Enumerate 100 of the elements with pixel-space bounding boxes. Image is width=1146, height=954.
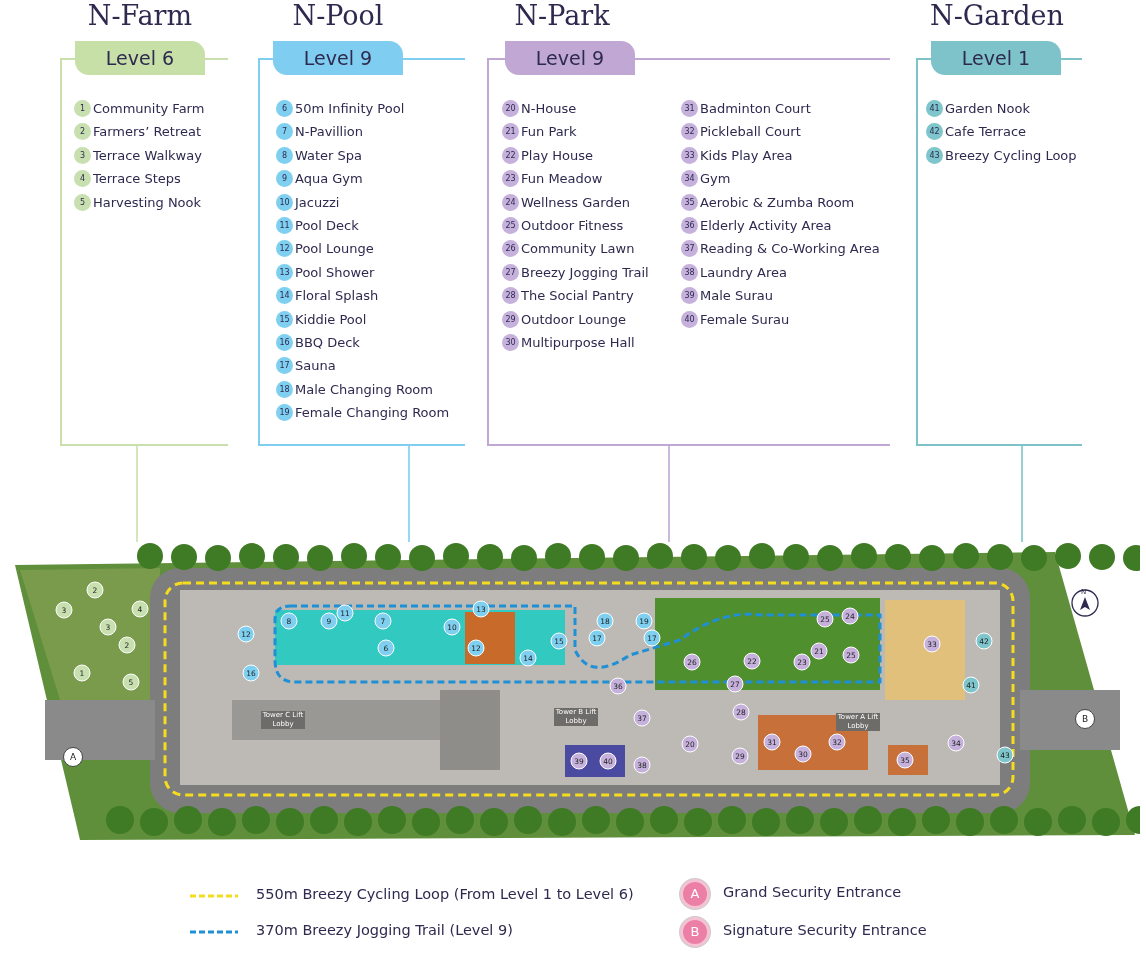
amenity-name: Play House bbox=[521, 146, 593, 164]
amenity-name: Multipurpose Hall bbox=[521, 334, 635, 351]
legend-text: 550m Breezy Cycling Loop (From Level 1 to Level 6) bbox=[256, 886, 634, 902]
item-number: 5 bbox=[74, 193, 91, 211]
amenity-name: Female Changing Room bbox=[295, 404, 450, 422]
zone-heading: N-Pool bbox=[292, 0, 384, 31]
leader-line bbox=[136, 444, 138, 543]
item-number: 20 bbox=[502, 100, 519, 117]
amenity-name: Aerobic & Zumba Room bbox=[700, 193, 855, 211]
item-number: 12 bbox=[276, 240, 293, 258]
level-tag: Level 9 bbox=[273, 41, 403, 75]
amenity-name: Badminton Court bbox=[700, 100, 811, 117]
amenity-name: The Social Pantry bbox=[521, 287, 634, 305]
amenity-name: Terrace Steps bbox=[93, 170, 181, 188]
amenity-name: Fun Park bbox=[521, 123, 577, 141]
item-number: 35 bbox=[681, 193, 698, 211]
item-number: 17 bbox=[276, 357, 293, 375]
legend-text: Grand Security Entrance bbox=[723, 884, 902, 900]
amenity-name: Laundry Area bbox=[700, 263, 788, 281]
item-number: 29 bbox=[502, 310, 519, 328]
item-number: 22 bbox=[502, 146, 519, 164]
zone-heading: N-Garden bbox=[930, 0, 1064, 31]
item-number: 42 bbox=[926, 123, 943, 141]
item-number: 31 bbox=[681, 100, 698, 117]
item-number: 1 bbox=[74, 100, 91, 117]
amenity-name: Community Lawn bbox=[521, 240, 635, 258]
leader-line bbox=[408, 444, 410, 543]
item-number: 32 bbox=[681, 123, 698, 141]
amenity-name: Water Spa bbox=[295, 146, 363, 164]
amenity-name: Male Surau bbox=[700, 287, 773, 305]
legend-text: 370m Breezy Jogging Trail (Level 9) bbox=[256, 922, 513, 938]
item-number: 27 bbox=[502, 263, 519, 281]
item-number: 9 bbox=[276, 170, 293, 188]
item-number: 37 bbox=[681, 240, 698, 258]
amenity-name: Breezy Cycling Loop bbox=[945, 146, 1077, 164]
item-number: 18 bbox=[276, 380, 293, 398]
item-number: 25 bbox=[502, 217, 519, 234]
item-number: 43 bbox=[926, 146, 943, 164]
amenity-name: 50m Infinity Pool bbox=[295, 100, 405, 117]
item-number: 34 bbox=[681, 170, 698, 188]
item-number: 28 bbox=[502, 287, 519, 305]
amenity-name: N-House bbox=[521, 100, 577, 117]
legend-text: Signature Security Entrance bbox=[723, 922, 927, 938]
amenity-name: Sauna bbox=[295, 357, 336, 375]
amenity-name: Jacuzzi bbox=[295, 193, 340, 211]
amenity-name: Kids Play Area bbox=[700, 146, 793, 164]
item-number: 7 bbox=[276, 123, 293, 141]
amenity-name: Outdoor Fitness bbox=[521, 217, 624, 234]
amenity-name: Cafe Terrace bbox=[945, 123, 1027, 141]
level-tag: Level 1 bbox=[931, 41, 1061, 75]
item-number: 39 bbox=[681, 287, 698, 305]
amenity-name: N-Pavillion bbox=[295, 123, 363, 141]
amenity-name: Wellness Garden bbox=[521, 193, 630, 211]
item-number: 21 bbox=[502, 123, 519, 141]
item-number: 26 bbox=[502, 240, 519, 258]
item-number: 41 bbox=[926, 100, 943, 117]
amenity-name: Reading & Co-Working Area bbox=[700, 240, 880, 258]
amenity-name: Community Farm bbox=[93, 100, 205, 117]
amenity-name: Kiddie Pool bbox=[295, 310, 367, 328]
amenity-name: Pickleball Court bbox=[700, 123, 801, 141]
level-tag: Level 9 bbox=[505, 41, 635, 75]
amenity-name: Pool Deck bbox=[295, 217, 359, 234]
amenity-name: Gym bbox=[700, 170, 731, 188]
amenity-name: Female Surau bbox=[700, 310, 790, 328]
amenity-name: Breezy Jogging Trail bbox=[521, 263, 649, 281]
item-number: 24 bbox=[502, 193, 519, 211]
item-number: 19 bbox=[276, 404, 293, 422]
item-number: 40 bbox=[681, 310, 698, 328]
item-number: 33 bbox=[681, 146, 698, 164]
item-number: 36 bbox=[681, 217, 698, 234]
zone-heading: N-Farm bbox=[87, 0, 193, 31]
item-number: 14 bbox=[276, 287, 293, 305]
amenity-name: Aqua Gym bbox=[295, 170, 363, 188]
item-number: 13 bbox=[276, 263, 293, 281]
item-number: 38 bbox=[681, 263, 698, 281]
level-tag: Level 6 bbox=[75, 41, 205, 75]
item-number: 4 bbox=[74, 170, 91, 188]
amenity-name: Fun Meadow bbox=[521, 170, 603, 188]
item-number: 6 bbox=[276, 100, 293, 117]
item-number: 16 bbox=[276, 334, 293, 351]
amenity-name: Pool Lounge bbox=[295, 240, 374, 258]
item-number: 10 bbox=[276, 193, 293, 211]
amenity-name: Floral Splash bbox=[295, 287, 379, 305]
amenity-name: Outdoor Lounge bbox=[521, 310, 626, 328]
amenity-name: Elderly Activity Area bbox=[700, 217, 832, 234]
leader-line bbox=[668, 444, 670, 543]
item-number: 30 bbox=[502, 334, 519, 351]
item-number: 15 bbox=[276, 310, 293, 328]
amenity-name: Terrace Walkway bbox=[93, 146, 202, 164]
amenity-name: Garden Nook bbox=[945, 100, 1030, 117]
item-number: 11 bbox=[276, 217, 293, 234]
leader-line bbox=[1021, 444, 1023, 543]
zone-heading: N-Park bbox=[514, 0, 610, 31]
amenity-name: Farmers’ Retreat bbox=[93, 123, 202, 141]
amenity-name: Male Changing Room bbox=[295, 380, 433, 398]
amenity-name: BBQ Deck bbox=[295, 334, 360, 351]
item-number: 8 bbox=[276, 146, 293, 164]
item-number: 2 bbox=[74, 123, 91, 141]
amenity-name: Harvesting Nook bbox=[93, 193, 202, 211]
item-number: 3 bbox=[74, 146, 91, 164]
